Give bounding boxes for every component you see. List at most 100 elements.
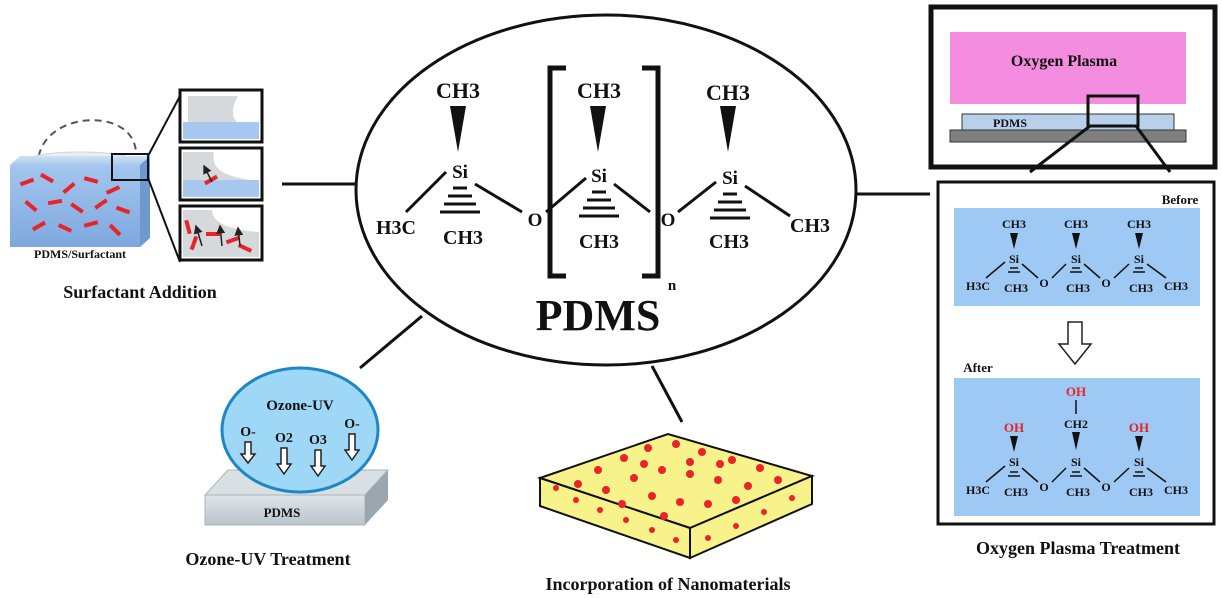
ozone-panel: Ozone-UV O- O2 O3 O- PDMS Ozone-UV Treat… xyxy=(185,366,390,569)
zoom-line xyxy=(1029,124,1091,174)
ch3-small: CH3 xyxy=(1129,281,1153,295)
ch3-top-middle: CH3 xyxy=(577,78,621,103)
before-structure: OH CH3 CH3 CH3 Si Si Si H3C CH3 O CH3 O xyxy=(966,217,1188,295)
oh-label: OH xyxy=(1066,384,1086,399)
surfactant-molecules xyxy=(19,172,131,237)
h3c-label: H3C xyxy=(376,217,416,239)
nanoparticles xyxy=(553,440,795,543)
oh-label: OH xyxy=(1004,420,1024,435)
ozone-caption: Ozone-UV Treatment xyxy=(185,549,350,569)
plasma-glow xyxy=(950,32,1186,104)
pdms-surfactant-label: PDMS/Surfactant xyxy=(34,247,126,261)
before-after-arrow xyxy=(1057,321,1093,366)
droplet-outline xyxy=(36,119,137,169)
bond-line xyxy=(545,176,587,214)
plasma-panel: Oxygen Plasma PDMS Before OH CH3 CH3 CH3… xyxy=(928,4,1218,558)
bond-line xyxy=(404,170,448,214)
pdms-structure-panel: CH3 Si H3C CH3 O n CH3 Si CH3 O CH3 Si xyxy=(354,13,858,367)
oxygen-left: O xyxy=(528,210,543,231)
zoom-line xyxy=(147,177,181,263)
inset-2 xyxy=(178,146,264,202)
ch3-small: CH3 xyxy=(1066,281,1090,295)
plasma-zoom-box xyxy=(1086,94,1140,128)
o-small: O xyxy=(1039,480,1048,494)
ch3-small: CH3 xyxy=(1127,217,1151,231)
pdms-ellipse xyxy=(354,13,858,367)
si-left: Si xyxy=(452,162,468,183)
si-right: Si xyxy=(722,168,738,189)
hash-bond xyxy=(440,186,480,214)
o-small: O xyxy=(1101,276,1110,290)
ch3-bottom-right: CH3 xyxy=(709,231,749,253)
after-label: After xyxy=(963,360,993,375)
si-small: Si xyxy=(1071,455,1082,469)
nano-slab-side xyxy=(689,474,813,560)
ch3-top-left: CH3 xyxy=(436,78,480,103)
after-panel xyxy=(954,378,1200,516)
bond-line xyxy=(474,182,523,214)
connector-lines xyxy=(282,182,930,423)
inset-1 xyxy=(178,88,264,144)
ozone-slab-front xyxy=(204,494,366,526)
pdms-title: PDMS xyxy=(536,291,661,340)
ch3-small: CH3 xyxy=(1164,483,1188,497)
after-structure: OH CH2 OH OH Si Si Si H3C CH3 O CH3 O xyxy=(966,384,1188,499)
plasma-caption: Oxygen Plasma Treatment xyxy=(976,538,1180,558)
connector-ozone xyxy=(359,314,423,370)
before-panel xyxy=(954,208,1200,306)
bond-line xyxy=(744,184,791,218)
bond-line xyxy=(613,182,651,214)
si-middle: Si xyxy=(591,166,607,187)
oh-label: OH xyxy=(1129,420,1149,435)
hash-bond xyxy=(579,190,619,218)
bracket-left xyxy=(547,65,566,279)
ch3-bottom-middle: CH3 xyxy=(579,231,619,253)
nano-caption: Incorporation of Nanomaterials xyxy=(546,574,791,594)
ozone-bubble-title: Ozone-UV xyxy=(266,398,334,414)
o-small: O xyxy=(1101,480,1110,494)
ozone-species-1: O- xyxy=(240,425,256,440)
zoom-box xyxy=(111,153,149,181)
si-small: Si xyxy=(1071,252,1082,266)
ozone-species-4: O- xyxy=(344,417,360,432)
ch3-small: CH3 xyxy=(1004,485,1028,499)
ch3-small: CH3 xyxy=(1164,279,1188,293)
plasma-slab-label: PDMS xyxy=(993,116,1027,130)
repeat-n: n xyxy=(668,278,677,294)
ozone-arrows xyxy=(239,433,361,478)
zoom-line xyxy=(1134,125,1172,173)
ch3-small: CH3 xyxy=(1004,281,1028,295)
zoom-line xyxy=(147,95,181,157)
surfactant-caption: Surfactant Addition xyxy=(63,282,217,302)
ozone-species-3: O3 xyxy=(309,433,327,448)
si-small: Si xyxy=(1134,252,1145,266)
before-label: Before xyxy=(1162,192,1199,207)
wedge-bond xyxy=(720,106,736,152)
connector-nano xyxy=(650,365,684,423)
ozone-slab-label: PDMS xyxy=(264,505,301,520)
h3c-small: H3C xyxy=(966,279,990,293)
ch3-small: CH3 xyxy=(1002,217,1026,231)
wedge-bond xyxy=(450,106,466,152)
pdms-block-top xyxy=(10,156,150,165)
ch3-end-right: CH3 xyxy=(790,215,830,237)
nano-panel: Incorporation of Nanomaterials xyxy=(536,432,815,594)
ch3-small: CH3 xyxy=(1066,485,1090,499)
ch3-bottom-left: CH3 xyxy=(443,227,483,249)
ozone-bubble xyxy=(220,366,380,494)
si-small: Si xyxy=(1009,252,1020,266)
hash-bond xyxy=(710,192,750,220)
o-small: O xyxy=(1039,276,1048,290)
ch3-top-right: CH3 xyxy=(706,80,750,105)
ozone-slab-side xyxy=(365,470,388,525)
ch2-label: CH2 xyxy=(1064,417,1088,431)
bond-line xyxy=(677,180,717,214)
ch3-small: CH3 xyxy=(1129,485,1153,499)
ozone-species-2: O2 xyxy=(275,431,293,446)
h3c-small: H3C xyxy=(966,483,990,497)
plasma-stage xyxy=(949,129,1187,143)
bracket-right xyxy=(642,65,661,279)
ch3-small: CH3 xyxy=(1064,217,1088,231)
inset-3 xyxy=(178,204,264,262)
